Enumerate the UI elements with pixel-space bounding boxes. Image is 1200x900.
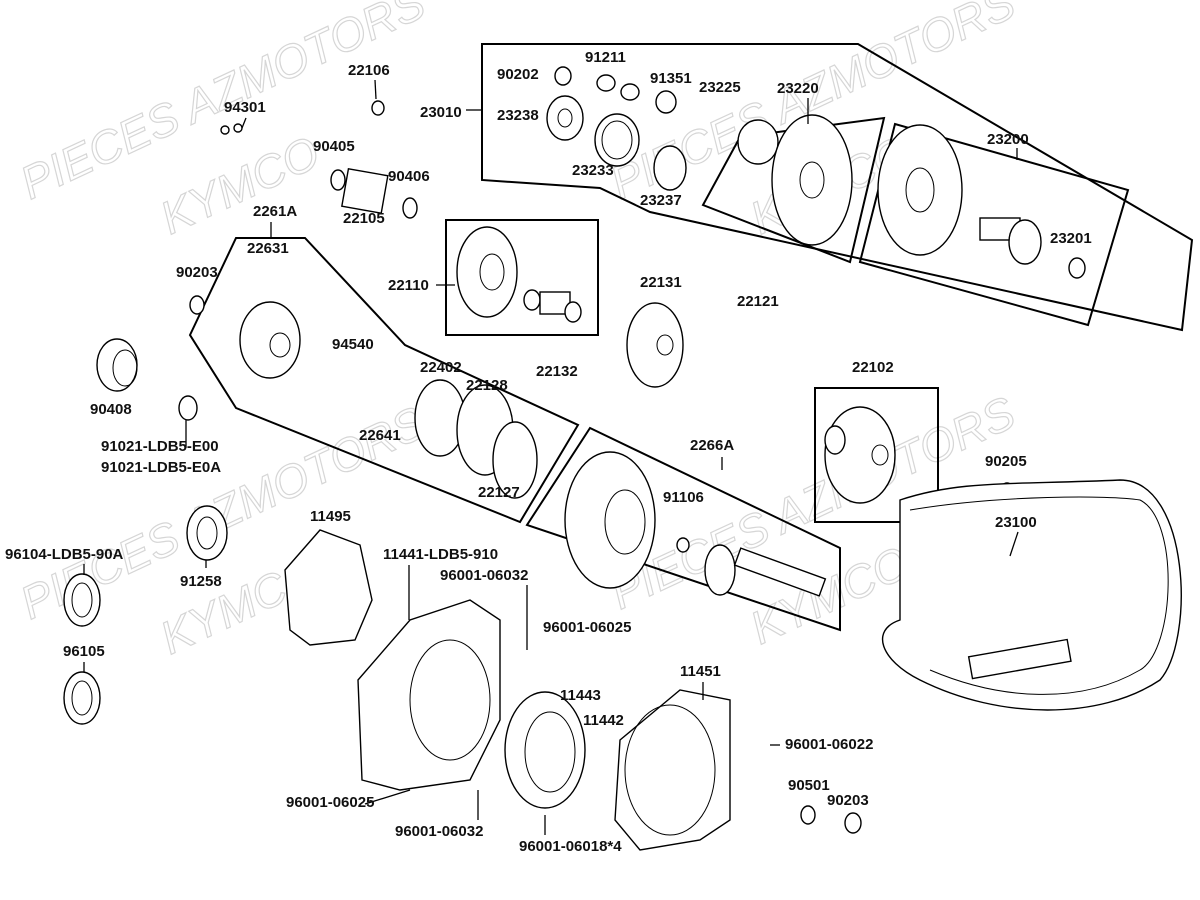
- part-label[interactable]: 96105: [63, 643, 105, 660]
- part-label[interactable]: 22105: [343, 210, 385, 227]
- part-label[interactable]: 22132: [536, 363, 578, 380]
- part-label[interactable]: 22127: [478, 484, 520, 501]
- part-label[interactable]: 11451: [680, 663, 721, 680]
- part-label[interactable]: 91351: [650, 70, 692, 87]
- part-label[interactable]: 2261A: [253, 203, 297, 220]
- part-label[interactable]: 11495: [310, 508, 351, 525]
- leader-lines: [83, 79, 1019, 835]
- part-label[interactable]: 91211: [585, 49, 626, 66]
- part-label[interactable]: 22121: [737, 293, 779, 310]
- part-label[interactable]: 22128: [466, 377, 508, 394]
- part-label[interactable]: 91021-LDB5-E00: [101, 438, 219, 455]
- part-label[interactable]: 96104-LDB5-90A: [5, 546, 124, 563]
- part-label[interactable]: 94540: [332, 336, 374, 353]
- part-label[interactable]: 96001-06022: [785, 736, 873, 753]
- parts: [63, 66, 1182, 851]
- group-box-2261A: [188, 237, 580, 524]
- part-label[interactable]: 90406: [388, 168, 430, 185]
- part-label[interactable]: 22131: [640, 274, 682, 291]
- part-label[interactable]: 23200: [987, 131, 1029, 148]
- part-label[interactable]: 96001-06025: [286, 794, 374, 811]
- part-label[interactable]: 11441-LDB5-910: [383, 546, 498, 563]
- part-label[interactable]: 23220: [777, 80, 819, 97]
- part-label[interactable]: 91106: [663, 489, 704, 506]
- part-label[interactable]: 23233: [572, 162, 614, 179]
- part-label[interactable]: 23225: [699, 79, 741, 96]
- part-label[interactable]: 90408: [90, 401, 132, 418]
- part-label[interactable]: 23238: [497, 107, 539, 124]
- part-label[interactable]: 22106: [348, 62, 390, 79]
- part-label[interactable]: 90203: [176, 264, 218, 281]
- part-label[interactable]: 23010: [420, 104, 462, 121]
- part-label[interactable]: 22102: [852, 359, 894, 376]
- group-box-2266A: [525, 426, 841, 632]
- watermark-text: KYMCO: [152, 126, 327, 244]
- part-label[interactable]: 96001-06025: [543, 619, 631, 636]
- part-label[interactable]: 23100: [995, 514, 1037, 531]
- part-label[interactable]: 11443: [560, 687, 601, 704]
- part-label[interactable]: 23201: [1050, 230, 1092, 247]
- part-label[interactable]: 94301: [224, 99, 266, 116]
- part-label[interactable]: 91021-LDB5-E0A: [101, 459, 221, 476]
- part-label[interactable]: 90203: [827, 792, 869, 809]
- part-label[interactable]: 90205: [985, 453, 1027, 470]
- part-label[interactable]: 96001-06018*4: [519, 838, 622, 855]
- part-label[interactable]: 90501: [788, 777, 830, 794]
- group-box-22102: [814, 387, 939, 523]
- part-label[interactable]: 2266A: [690, 437, 734, 454]
- part-labels: 22106 94301 90405 90406 22105 2261A 2263…: [5, 49, 1092, 855]
- group-box-23010: [481, 43, 1194, 332]
- part-label[interactable]: 22402: [420, 359, 462, 376]
- part-label[interactable]: 22631: [247, 240, 289, 257]
- part-label[interactable]: 96001-06032: [395, 823, 483, 840]
- part-label[interactable]: 22110: [388, 277, 429, 294]
- part-label[interactable]: 90405: [313, 138, 355, 155]
- part-label[interactable]: 91258: [180, 573, 222, 590]
- part-label[interactable]: 90202: [497, 66, 539, 83]
- part-label[interactable]: 23237: [640, 192, 682, 209]
- part-label[interactable]: 11442: [583, 712, 624, 729]
- watermark: PIECES AZMOTORS KYMCO PIECES AZMOTORS KY…: [12, 0, 1024, 665]
- part-label[interactable]: 22641: [359, 427, 401, 444]
- group-box-22110: [445, 219, 599, 336]
- part-label[interactable]: 96001-06032: [440, 567, 528, 584]
